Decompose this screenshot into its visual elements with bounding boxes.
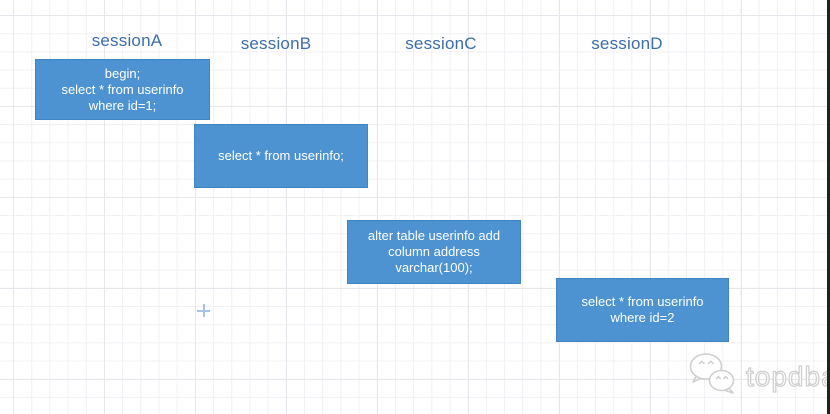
crosshair-cursor-icon	[197, 304, 210, 317]
session-a-sql-box[interactable]: begin; select * from userinfo where id=1…	[35, 59, 210, 120]
session-a-sql-text: begin; select * from userinfo where id=1…	[61, 65, 184, 113]
watermark: topdba	[688, 352, 830, 401]
session-c-sql-box[interactable]: alter table userinfo add column address …	[347, 220, 521, 284]
wechat-icon	[688, 352, 738, 401]
session-b-sql-text: select * from userinfo;	[218, 148, 344, 163]
right-edge-border	[827, 0, 830, 414]
session-b-label[interactable]: sessionB	[240, 34, 312, 53]
session-a-label[interactable]: sessionA	[91, 31, 163, 50]
session-b-sql-box[interactable]: select * from userinfo;	[194, 124, 368, 188]
session-c-sql-text: alter table userinfo add column address …	[367, 228, 501, 275]
session-c-label[interactable]: sessionC	[405, 34, 477, 53]
session-d-sql-text: select * from userinfo where id=2	[581, 294, 704, 325]
session-d-label[interactable]: sessionD	[591, 34, 663, 53]
session-d-sql-box[interactable]: select * from userinfo where id=2	[556, 278, 729, 342]
watermark-text: topdba	[745, 360, 830, 392]
